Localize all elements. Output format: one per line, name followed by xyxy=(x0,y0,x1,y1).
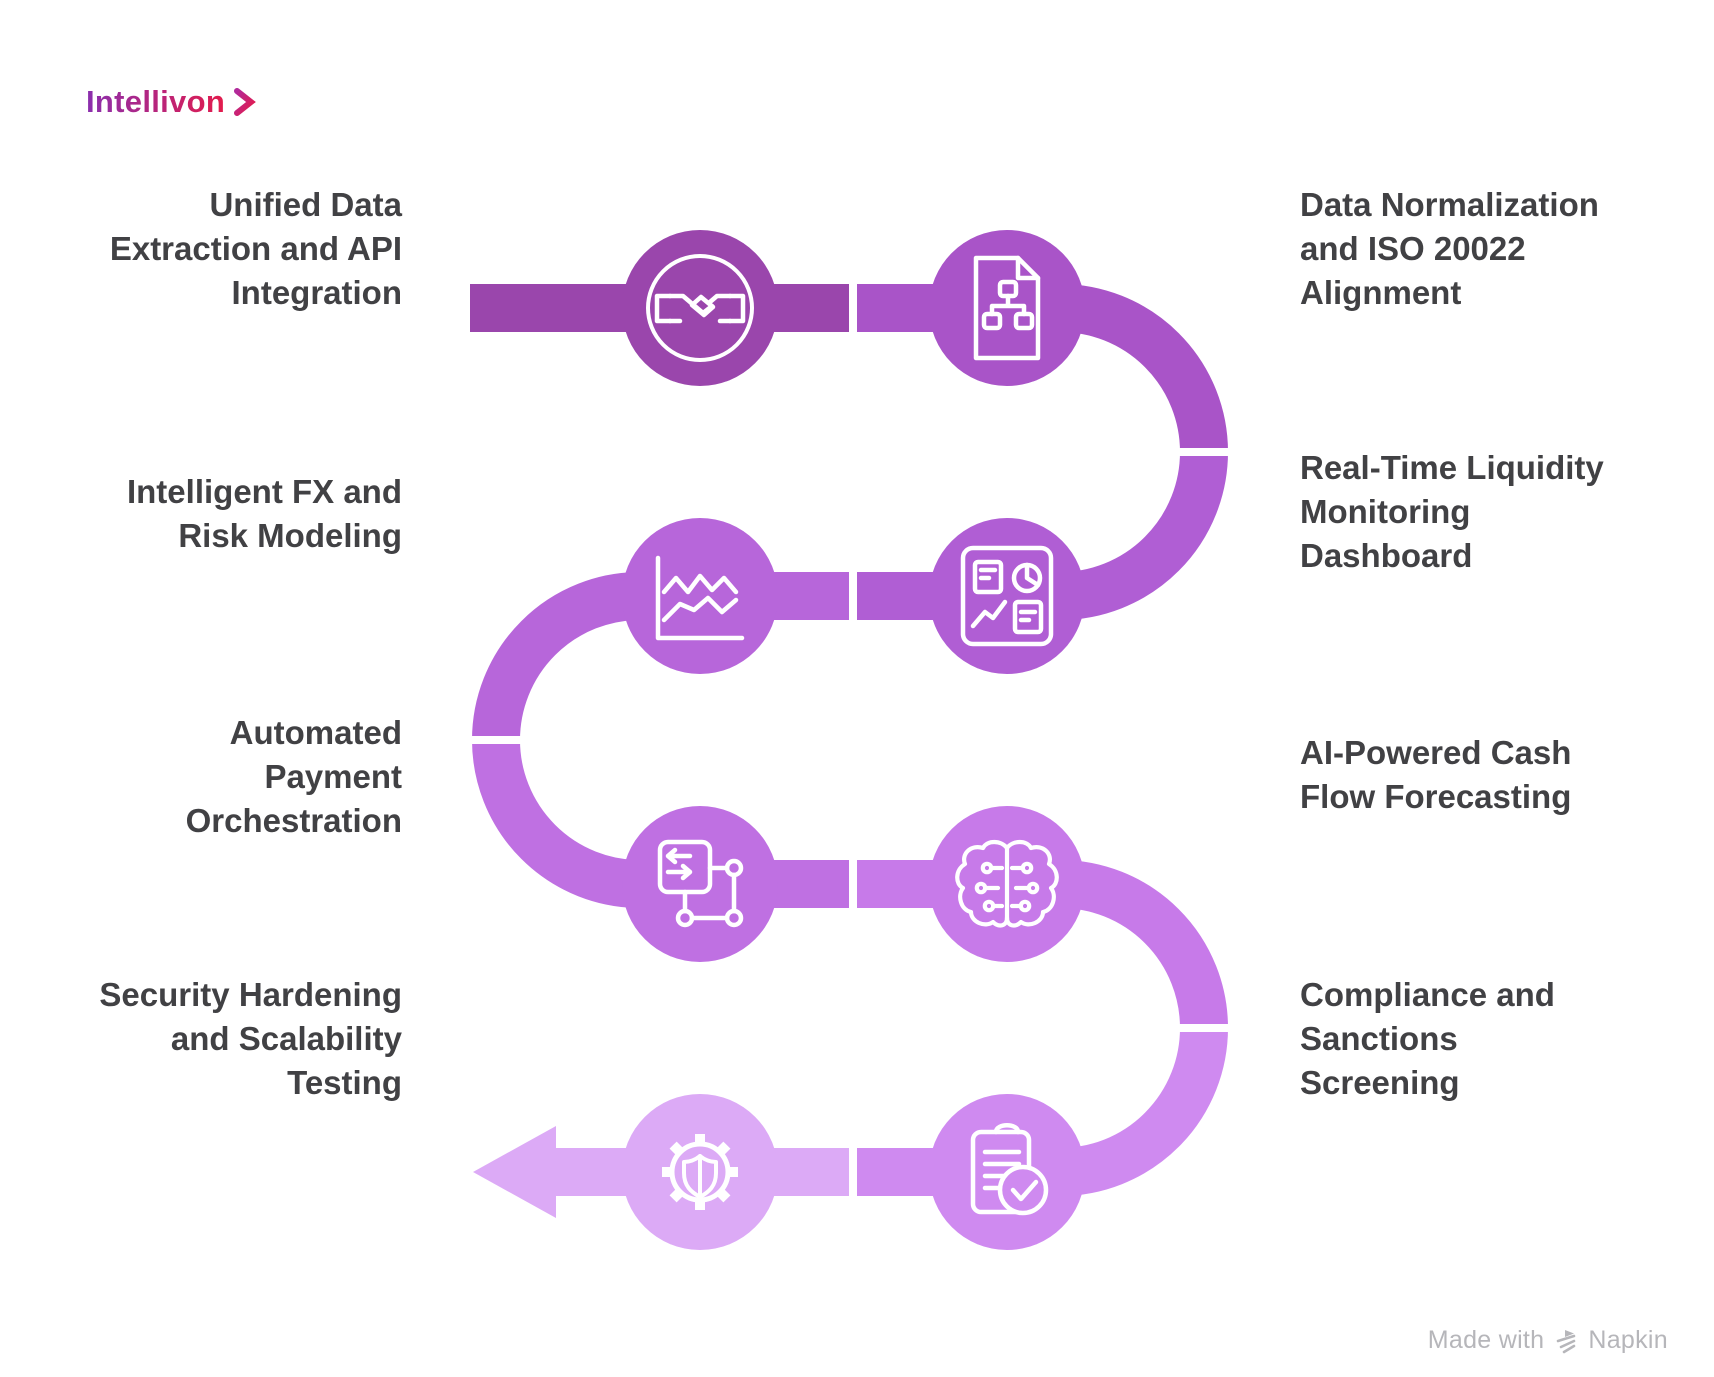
segment-dividers xyxy=(466,278,1234,1200)
step-label-3: Real-Time Liquidity Monitoring Dashboard xyxy=(1300,449,1604,574)
step-label-1: Unified Data Extraction and API Integrat… xyxy=(109,186,402,311)
ai-brain-icon xyxy=(955,839,1059,928)
brand-logo: Intellivon xyxy=(86,84,256,120)
workflow-icon xyxy=(657,839,744,928)
step-circle-3 xyxy=(929,518,1085,674)
watermark-brand: Napkin xyxy=(1588,1326,1668,1354)
flow-end-arrowhead xyxy=(473,1126,556,1218)
step-label-5: Automated Payment Orchestration xyxy=(185,714,402,839)
step-label-7: Compliance and Sanctions Screening xyxy=(1300,976,1555,1101)
handshake-icon xyxy=(646,254,754,362)
step-label-2: Data Normalization and ISO 20022 Alignme… xyxy=(1300,186,1599,311)
document-hierarchy-icon xyxy=(973,255,1041,361)
line-chart-icon xyxy=(655,555,745,641)
napkin-logo-icon xyxy=(1557,1329,1576,1353)
security-gear-icon xyxy=(662,1134,738,1210)
watermark-prefix: Made with xyxy=(1427,1326,1545,1354)
step-label-6: AI-Powered Cash Flow Forecasting xyxy=(1300,734,1572,815)
step-circle-5 xyxy=(622,806,778,962)
brand-logo-text: Intellivon xyxy=(86,84,226,119)
step-label-8: Security Hardening and Scalability Testi… xyxy=(99,976,402,1101)
step-circle-4 xyxy=(622,518,778,674)
made-with-napkin-watermark: Made with Napkin xyxy=(1428,1326,1668,1355)
step-label-4: Intelligent FX and Risk Modeling xyxy=(126,473,402,554)
dashboard-icon xyxy=(960,545,1054,647)
chevron-right-icon xyxy=(234,88,256,116)
compliance-checklist-icon xyxy=(970,1123,1049,1216)
